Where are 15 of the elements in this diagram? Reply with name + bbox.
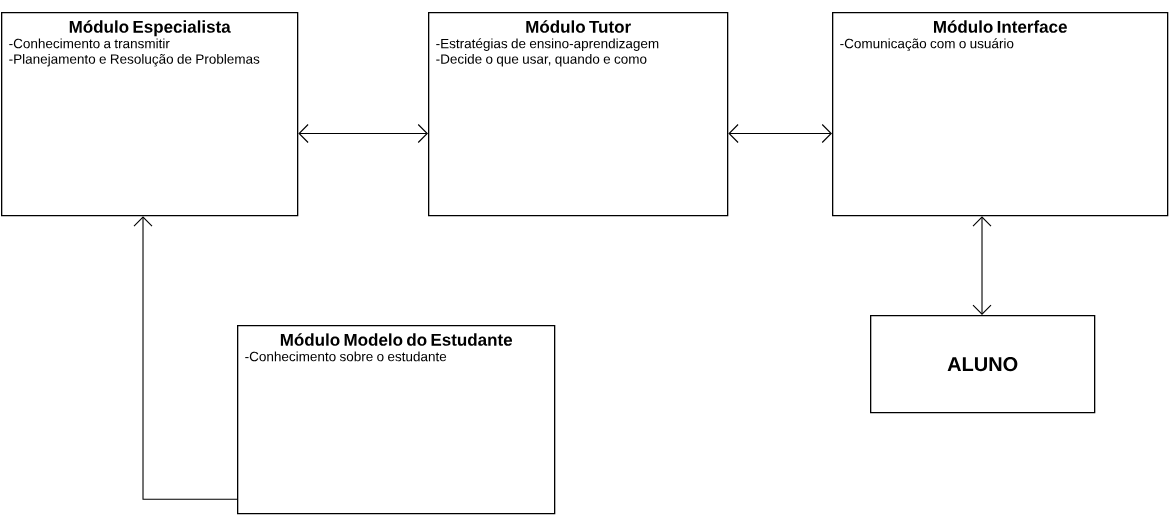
module-title: Módulo Tutor (526, 20, 631, 33)
arrow (728, 123, 832, 144)
module-description: -Estratégias de ensino-aprendizagem (436, 38, 659, 51)
module-description: -Conhecimento sobre o estudante (245, 351, 447, 362)
module-title: Módulo Interface (934, 20, 1067, 33)
arrow (972, 216, 992, 315)
module-description: -Decide o que usar, quando e como (436, 53, 647, 67)
box-title: ALUNO (947, 357, 1018, 372)
module-description: -Comunicação com o usuário (840, 38, 1014, 52)
module-title: Módulo Modelo do Estudante (280, 333, 513, 346)
arrow (133, 216, 238, 500)
module-description: -Conhecimento a transmitir (9, 38, 170, 49)
module-description: -Planejamento e Resolução de Problemas (9, 53, 260, 67)
module-title: Módulo Especialista (69, 20, 231, 37)
arrow (298, 123, 428, 144)
